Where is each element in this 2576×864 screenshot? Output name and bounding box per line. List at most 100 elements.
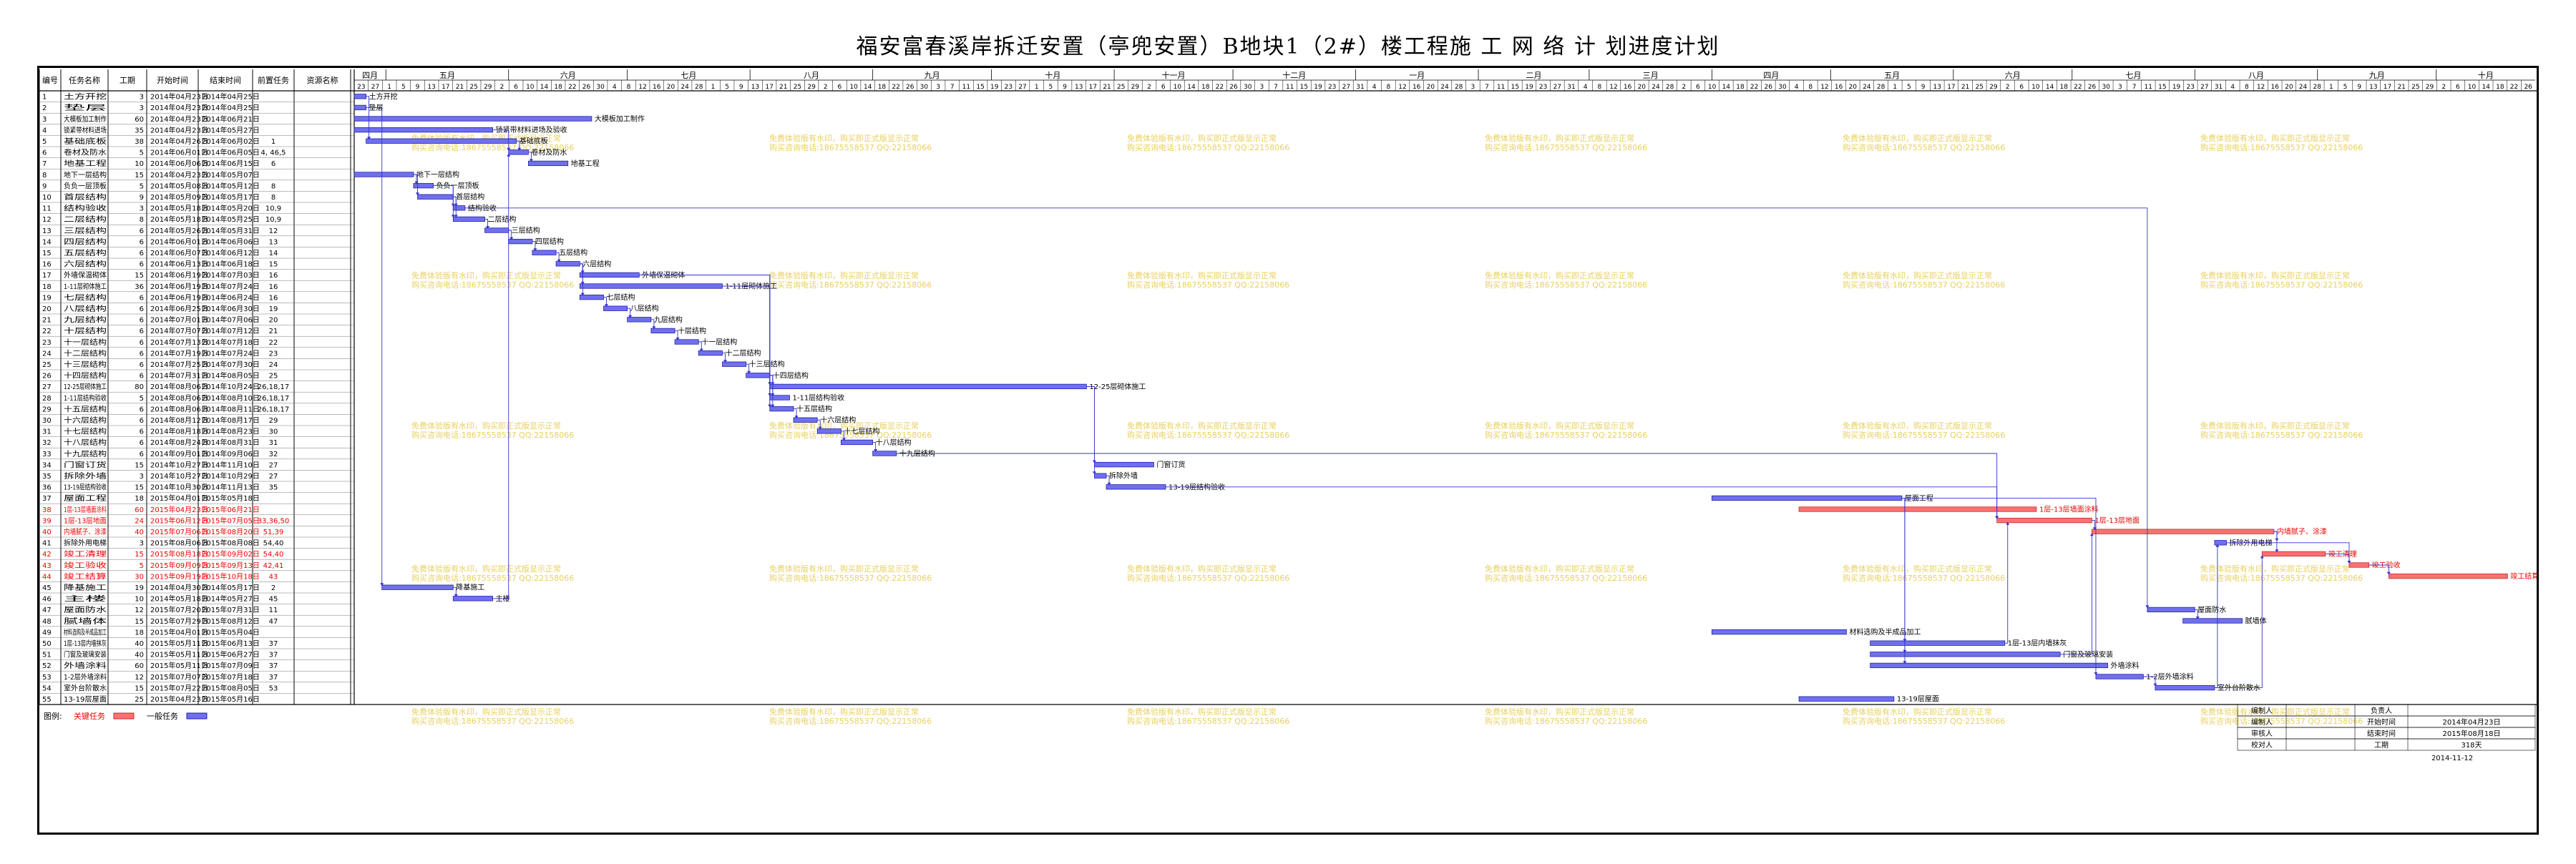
day-label: 31 (1356, 84, 1364, 91)
dependency-arrowhead (723, 360, 727, 363)
day-label: 10 (526, 84, 535, 91)
watermark-text: 购买咨询电话:18675558537 QQ:22158066 (2200, 716, 2363, 726)
cell-end: 2014年05月07日 (202, 170, 260, 180)
watermark-text: 购买咨询电话:18675558537 QQ:22158066 (2200, 280, 2363, 290)
cell-name: 12-25层砌体施工 (64, 382, 107, 391)
dependency-arrowhead (533, 248, 537, 252)
day-label: 6 (1696, 84, 1700, 91)
cell-duration: 6 (140, 417, 144, 425)
watermark-text: 免费体验版有水印，购买即正式版显示正常 (1843, 707, 1992, 717)
cell-end: 2014年06月05日 (202, 148, 260, 157)
day-label: 1 (1035, 84, 1039, 91)
cell-predecessor: 2 (271, 584, 275, 592)
month-label: 九月 (2369, 71, 2385, 80)
dependency-arrowhead (841, 438, 846, 441)
cell-predecessor: 8 (271, 182, 275, 190)
task-bar (2261, 551, 2326, 557)
legend-normal-swatch (186, 712, 208, 720)
info-box-cell: 开始时间 (2367, 717, 2396, 727)
cell-duration: 19 (135, 584, 144, 592)
cell-name: 13-19层结构验收 (64, 483, 107, 492)
month-label: 四月 (362, 71, 378, 80)
column-header: 工期 (119, 76, 135, 85)
day-label: 18 (878, 84, 887, 91)
cell-name: 腻墙体 (64, 617, 107, 626)
cell-id: 48 (42, 618, 52, 626)
cell-start: 2015年07月22日 (150, 683, 208, 692)
cell-predecessor: 10,9 (265, 216, 281, 224)
cell-predecessor: 21 (269, 328, 278, 335)
cell-name: 四层结构 (64, 237, 107, 246)
watermark-text: 免费体验版有水印，购买即正式版显示正常 (1485, 707, 1634, 717)
dependency-link (2226, 542, 2350, 562)
day-label: 21 (779, 84, 787, 91)
cell-name: 首层结构 (64, 192, 107, 202)
cell-name: 主楼 (64, 594, 107, 604)
cell-name: 1-11层结构验收 (64, 393, 107, 403)
cell-id: 33 (42, 451, 52, 458)
cell-end: 2014年06月06日 (202, 237, 260, 246)
task-bar-label: 十六层结构 (820, 416, 856, 425)
cell-end: 2015年05月16日 (202, 694, 260, 704)
cell-duration: 15 (135, 272, 144, 280)
day-label: 9 (2357, 84, 2361, 91)
day-label: 17 (1947, 84, 1955, 91)
month-label: 八月 (804, 71, 819, 80)
day-label: 7 (950, 84, 955, 91)
day-label: 23 (2186, 84, 2194, 91)
info-box-cell: 编制人 (2251, 706, 2273, 715)
day-label: 20 (1638, 84, 1646, 91)
cell-id: 21 (42, 317, 52, 325)
cell-predecessor: 42,41 (263, 562, 284, 570)
cell-name: 门窗及玻璃安装 (64, 650, 107, 659)
day-label: 11 (1497, 84, 1505, 91)
dependency-link (817, 419, 821, 428)
dependency-link (1086, 386, 1095, 462)
task-bar (841, 439, 874, 446)
task-bar-label: 卷材及防水 (531, 147, 567, 157)
cell-end: 2014年06月15日 (202, 159, 260, 168)
day-label: 2 (2006, 84, 2010, 91)
task-bar (603, 305, 628, 311)
day-label: 18 (554, 84, 562, 91)
dependency-arrowhead (529, 159, 533, 162)
legend-critical-label: 关键任务 (74, 711, 105, 721)
cell-duration: 12 (135, 607, 144, 614)
day-label: 3 (1259, 84, 1264, 91)
cell-start: 2014年07月19日 (150, 348, 208, 358)
cell-id: 43 (42, 562, 52, 570)
day-label: 2 (1147, 84, 1151, 91)
cell-predecessor: 26,18,17 (258, 395, 290, 403)
info-box-cell: 负责人 (2371, 706, 2392, 715)
day-label: 13 (2369, 84, 2377, 91)
cell-name: 六层结构 (64, 260, 107, 269)
cell-name: 十二层结构 (64, 348, 107, 358)
day-label: 25 (1976, 84, 1984, 91)
task-bar (722, 361, 747, 367)
dependency-arrowhead (580, 293, 585, 296)
watermark-text: 购买咨询电话:18675558537 QQ:22158066 (1843, 716, 2005, 726)
cell-id: 35 (42, 473, 52, 481)
cell-duration: 15 (135, 461, 144, 469)
cell-end: 2015年08月20日 (202, 527, 260, 536)
day-label: 28 (1666, 84, 1674, 91)
watermark-text: 购买咨询电话:18675558537 QQ:22158066 (1485, 142, 1647, 152)
cell-duration: 25 (135, 696, 144, 704)
day-label: 10 (2468, 84, 2477, 91)
cell-predecessor: 16 (269, 272, 278, 280)
day-label: 21 (1103, 84, 1111, 91)
task-bar-label: 1层-13层地面 (2094, 516, 2140, 525)
dependency-link (603, 297, 607, 306)
dependency-link (508, 230, 512, 239)
gantt-frame: 编号任务名称工期开始时间结束时间前置任务资源名称四月五月六月七月八月九月十月十一… (37, 66, 2539, 835)
cell-name: 内墙腻子、涂漆 (64, 527, 107, 536)
day-label: 1 (1893, 84, 1897, 91)
day-label: 11 (962, 84, 970, 91)
watermark-text: 免费体验版有水印，购买即正式版显示正常 (769, 564, 919, 574)
day-label: 23 (1328, 84, 1336, 91)
day-label: 24 (680, 84, 689, 91)
dependency-arrowhead (699, 348, 703, 352)
day-label: 6 (2019, 84, 2024, 91)
watermark-text: 购买咨询电话:18675558537 QQ:22158066 (1127, 142, 1289, 152)
watermark-text: 免费体验版有水印，购买即正式版显示正常 (1485, 133, 1634, 143)
